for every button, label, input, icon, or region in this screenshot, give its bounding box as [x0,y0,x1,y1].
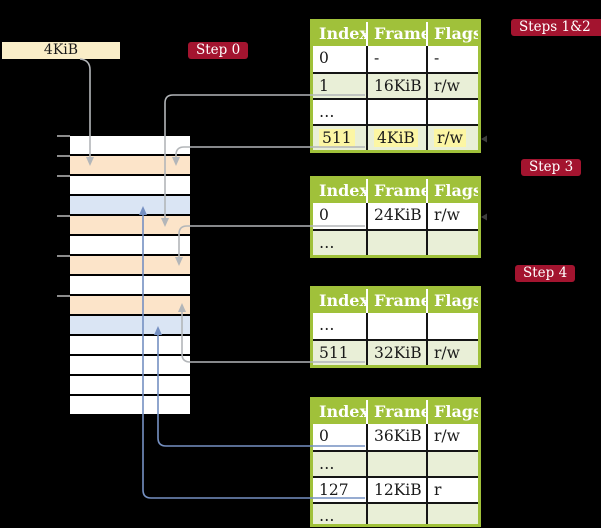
cell-flags [426,504,478,524]
badge-steps-1-2: Steps 1&2 [511,19,601,36]
cell-index: … [319,234,335,252]
memory-tick [57,255,70,257]
cell-frame [366,231,426,255]
memory-frame-free [70,336,190,354]
cell-flags: r [426,478,478,502]
cell-index: 511 [313,126,366,150]
physical-memory-column [70,136,190,414]
cell-flags: - [426,46,478,72]
memory-tick [57,215,70,217]
cell-index: … [319,507,335,524]
cell-index: … [319,103,335,121]
cell-frame: 16KiB [366,74,426,98]
cell-index: 1 [319,77,329,95]
cell-frame [366,313,426,339]
cell-index: 511 [319,344,349,362]
cell-index: … [319,455,335,473]
memory-tick [57,295,70,297]
cell-flags: r/w [426,203,478,229]
memory-frame-page-table [70,296,190,314]
table-row: 1 16KiB r/w [313,72,478,98]
cell-index: 0 [319,206,329,224]
column-header-frame: Frame [366,22,426,46]
memory-frame-page-table [70,256,190,274]
badge-step-0: Step 0 [188,42,249,59]
cell-flags: r/w [426,424,478,450]
cell-frame: - [366,46,426,72]
memory-frame-free [70,136,190,154]
table-header-row: Index Frame Flags [313,22,478,46]
cell-flags: r/w [426,341,478,365]
column-header-frame: Frame [366,179,426,203]
table-row: 0 24KiB r/w [313,203,478,229]
memory-frame-free [70,276,190,294]
table-row: 127 12KiB r [313,476,478,502]
page-table-24kib: Index Frame Flags … 511 32KiB r/w [310,286,481,368]
column-header-index: Index [319,291,366,310]
memory-frame-page-table [70,216,190,234]
table-header-row: Index Frame Flags [313,400,478,424]
page-table-32kib: Index Frame Flags 0 36KiB r/w … 127 12Ki… [310,397,481,527]
badge-step-4: Step 4 [515,265,576,282]
cell-frame: 32KiB [366,341,426,365]
column-header-flags: Flags [426,22,478,46]
column-header-index: Index [319,24,366,43]
column-header-flags: Flags [426,179,478,203]
highlighted-value: r/w [434,129,466,147]
table-header-row: Index Frame Flags [313,289,478,313]
cell-index: 0 [319,49,329,67]
cell-frame: 12KiB [366,478,426,502]
cell-frame [366,100,426,124]
column-header-flags: Flags [426,289,478,313]
memory-tick [57,135,70,137]
row-pointer-mark [481,213,487,221]
column-header-frame: Frame [366,289,426,313]
cell-flags [426,100,478,124]
cell-flags [426,452,478,476]
cell-index: 0 [319,427,329,445]
table-row: 0 - - [313,46,478,72]
table-row: … [313,98,478,124]
table-row: … [313,313,478,339]
badge-step-3: Step 3 [521,159,582,176]
memory-frame-free [70,396,190,414]
cell-index: 127 [319,481,349,499]
column-header-index: Index [319,402,366,421]
memory-frame-free [70,356,190,374]
table-header-row: Index Frame Flags [313,179,478,203]
highlighted-value: 4KiB [374,129,418,147]
memory-frame-free [70,236,190,254]
table-row: 511 32KiB r/w [313,339,478,365]
table-row: … [313,450,478,476]
table-row: 0 36KiB r/w [313,424,478,450]
cell-index: … [319,316,335,334]
memory-tick [57,155,70,157]
memory-frame-free [70,376,190,394]
column-header-frame: Frame [366,400,426,424]
memory-frame-free [70,176,190,194]
cell-frame [366,504,426,524]
column-header-index: Index [319,181,366,200]
table-row-highlighted: 511 4KiB r/w [313,124,478,150]
memory-frame-mapped-page [70,316,190,334]
cell-frame: 36KiB [366,424,426,450]
cell-flags: r/w [426,74,478,98]
cell-frame: 4KiB [366,126,426,150]
memory-tick [57,175,70,177]
table-row: … [313,229,478,255]
memory-frame-page-table [70,156,190,174]
cell-flags [426,313,478,339]
page-table-16kib: Index Frame Flags 0 24KiB r/w … [310,176,481,258]
column-header-flags: Flags [426,400,478,424]
page-size-label: 4KiB [2,42,120,59]
table-row: … [313,502,478,524]
page-table-root: Index Frame Flags 0 - - 1 16KiB r/w … 51… [310,19,481,153]
row-pointer-mark [481,135,487,143]
cell-flags: r/w [426,126,478,150]
memory-frame-mapped-page [70,196,190,214]
highlighted-value: 511 [319,129,355,147]
cell-frame: 24KiB [366,203,426,229]
cell-frame [366,452,426,476]
cell-flags [426,231,478,255]
